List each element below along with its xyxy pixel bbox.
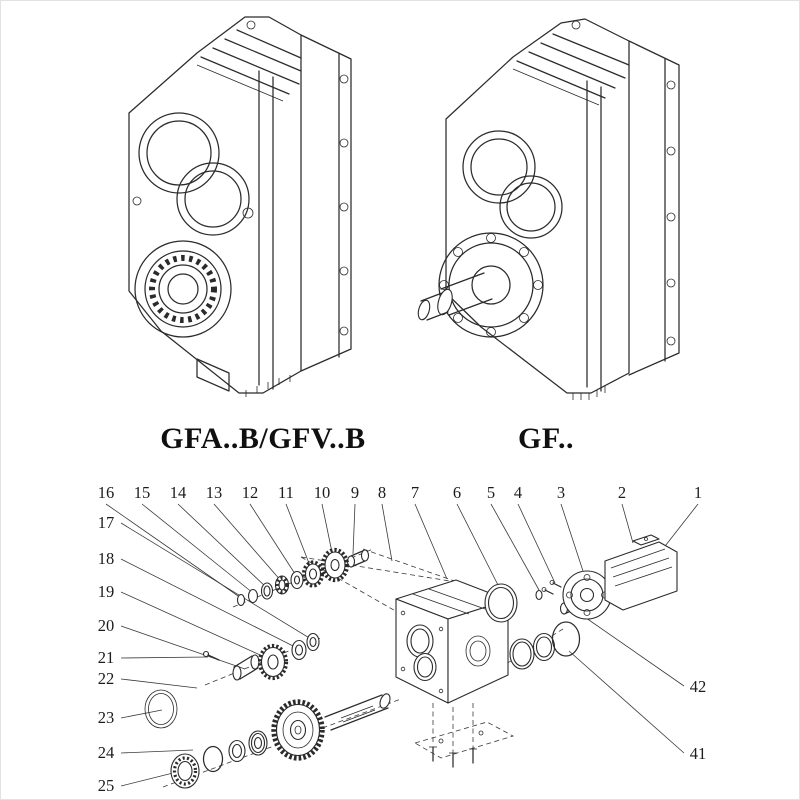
- intermediate-gear: [257, 643, 289, 681]
- callout-numbers-right-column: 42 41: [690, 677, 707, 763]
- motor-flange: [562, 570, 612, 620]
- part-number-41: 41: [690, 744, 707, 763]
- input-gear-large: [320, 547, 350, 583]
- output-shaft: [324, 693, 391, 731]
- part-number-15: 15: [134, 483, 151, 502]
- input-shaft-stub: [346, 549, 370, 568]
- gearbox-gfa-gfv-drawing: [128, 16, 352, 397]
- part-number-13: 13: [206, 483, 223, 502]
- part-number-25: 25: [98, 776, 115, 795]
- part-number-24: 24: [98, 743, 115, 762]
- part-number-6: 6: [453, 483, 461, 502]
- washer: [290, 570, 304, 590]
- part-number-4: 4: [514, 483, 522, 502]
- motor-body: [604, 534, 678, 611]
- model-label-gf: GF..: [518, 422, 574, 455]
- bearing-ring: [291, 639, 307, 661]
- gearbox-gf-drawing: [417, 18, 680, 400]
- part-number-5: 5: [487, 483, 495, 502]
- part-number-16: 16: [98, 483, 115, 502]
- cover-rings: [484, 583, 581, 670]
- model-label-gfa-gfv: GFA..B/GFV..B: [160, 422, 365, 455]
- leader-lines: [105, 503, 699, 787]
- input-gear-small: [301, 560, 325, 588]
- intermediate-shaft-parts: [202, 632, 320, 681]
- housing-bolts-and-gasket: [429, 730, 484, 768]
- retaining-ring: [202, 745, 224, 773]
- part-number-42: 42: [690, 677, 707, 696]
- spacer-ring: [260, 582, 274, 600]
- exploded-parts-diagram: 16 15 14 13 12 11 10 9 8 7 6 5 4 3 2 1 1…: [98, 483, 707, 795]
- part-number-9: 9: [351, 483, 359, 502]
- output-shaft-parts: [144, 689, 391, 789]
- input-shaft-parts: [236, 547, 370, 607]
- housing-block: [395, 579, 509, 704]
- circlip-large: [144, 689, 178, 729]
- part-number-10: 10: [314, 483, 331, 502]
- flange-bolts: [535, 580, 562, 601]
- retaining-ring-small: [247, 588, 259, 604]
- part-number-1: 1: [694, 483, 702, 502]
- part-number-7: 7: [411, 483, 419, 502]
- seal-ring-small: [236, 593, 246, 607]
- callout-numbers-left-column: 17 18 19 20 21 22 23 24 25: [98, 513, 115, 795]
- part-number-11: 11: [278, 483, 294, 502]
- part-number-20: 20: [98, 616, 115, 635]
- set-screw: [202, 650, 220, 661]
- part-number-19: 19: [98, 582, 115, 601]
- washer-large: [228, 739, 246, 763]
- output-gear-large: [271, 699, 325, 761]
- part-number-23: 23: [98, 708, 115, 727]
- spacer-ring-2: [306, 632, 320, 652]
- part-number-18: 18: [98, 549, 115, 568]
- intermediate-shaft: [232, 654, 260, 681]
- part-number-12: 12: [242, 483, 259, 502]
- callout-numbers-top-row: 16 15 14 13 12 11 10 9 8 7 6 5 4 3 2 1: [98, 483, 702, 502]
- roller-bearing-large: [170, 753, 200, 789]
- part-number-3: 3: [557, 483, 565, 502]
- motor-assembly: [535, 534, 678, 620]
- part-number-8: 8: [378, 483, 386, 502]
- part-number-2: 2: [618, 483, 626, 502]
- part-number-14: 14: [170, 483, 187, 502]
- ball-bearing-small: [274, 575, 290, 595]
- part-number-22: 22: [98, 669, 115, 688]
- part-number-21: 21: [98, 648, 115, 667]
- oil-seal: [248, 730, 268, 756]
- part-number-17: 17: [98, 513, 115, 532]
